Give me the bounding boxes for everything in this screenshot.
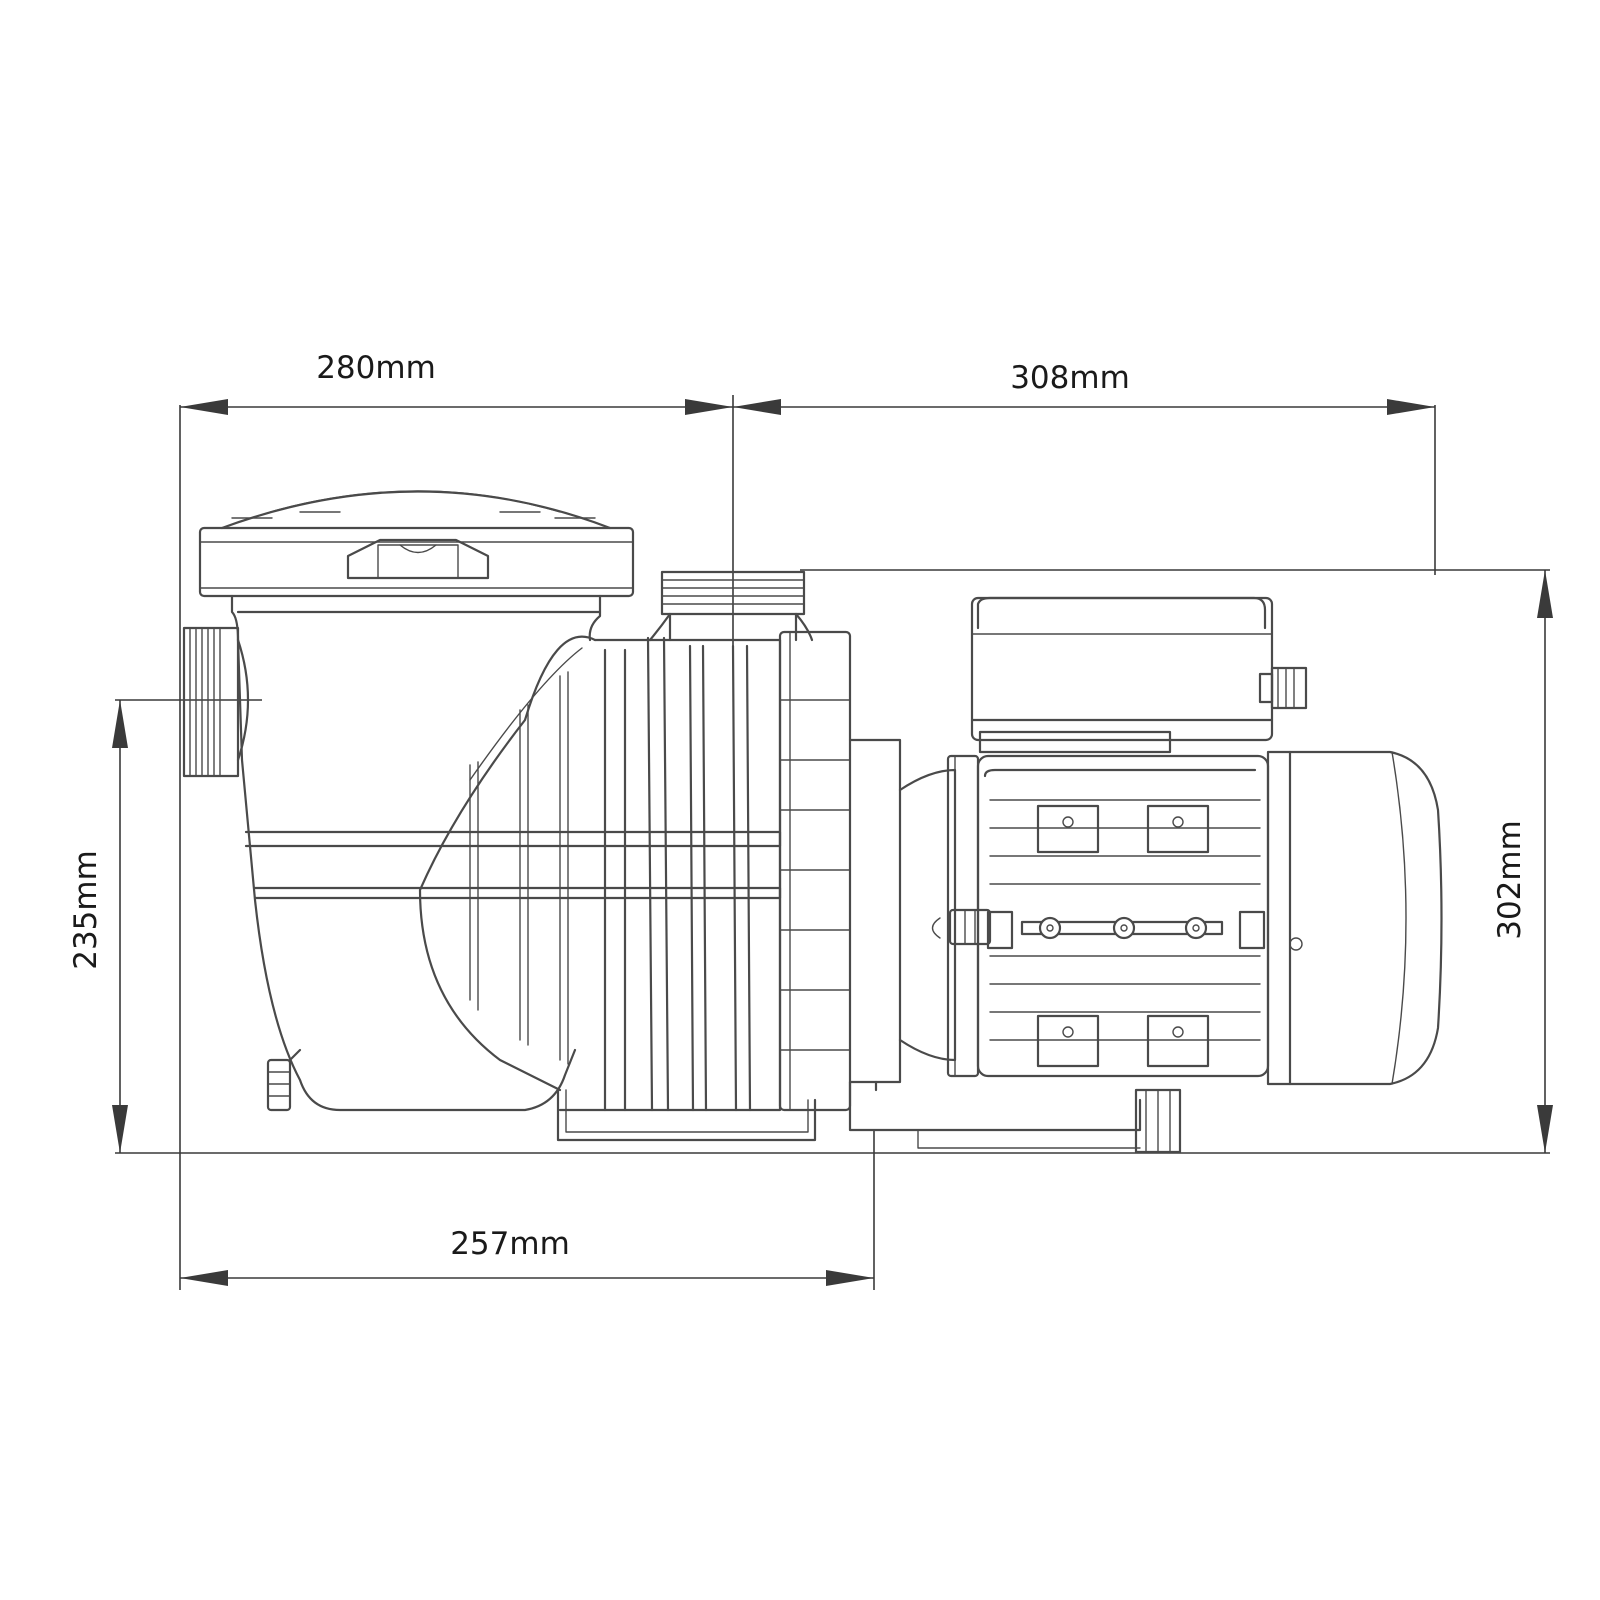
dimension-line-302 <box>1537 570 1553 1153</box>
dimension-line-257 <box>180 1270 874 1286</box>
dimension-line-308 <box>733 399 1435 415</box>
dimension-label-257: 257mm <box>450 1226 570 1262</box>
dimension-label-235: 235mm <box>68 850 104 970</box>
motor-adapter <box>898 754 992 1078</box>
dimension-label-302: 302mm <box>1492 820 1528 940</box>
dimension-label-308: 308mm <box>1010 360 1130 396</box>
pump-outline <box>182 490 1443 1154</box>
motor-body <box>976 754 1270 1154</box>
flange-plate <box>778 630 1142 1149</box>
fan-cover <box>1266 750 1443 1086</box>
terminal-box <box>970 596 1308 754</box>
outlet-port <box>648 570 814 642</box>
dimension-line-235 <box>112 700 128 1153</box>
dimension-lines <box>112 395 1553 1290</box>
dimension-label-280: 280mm <box>316 350 436 386</box>
dimension-line-280 <box>180 399 733 415</box>
strainer-lid <box>198 490 635 598</box>
